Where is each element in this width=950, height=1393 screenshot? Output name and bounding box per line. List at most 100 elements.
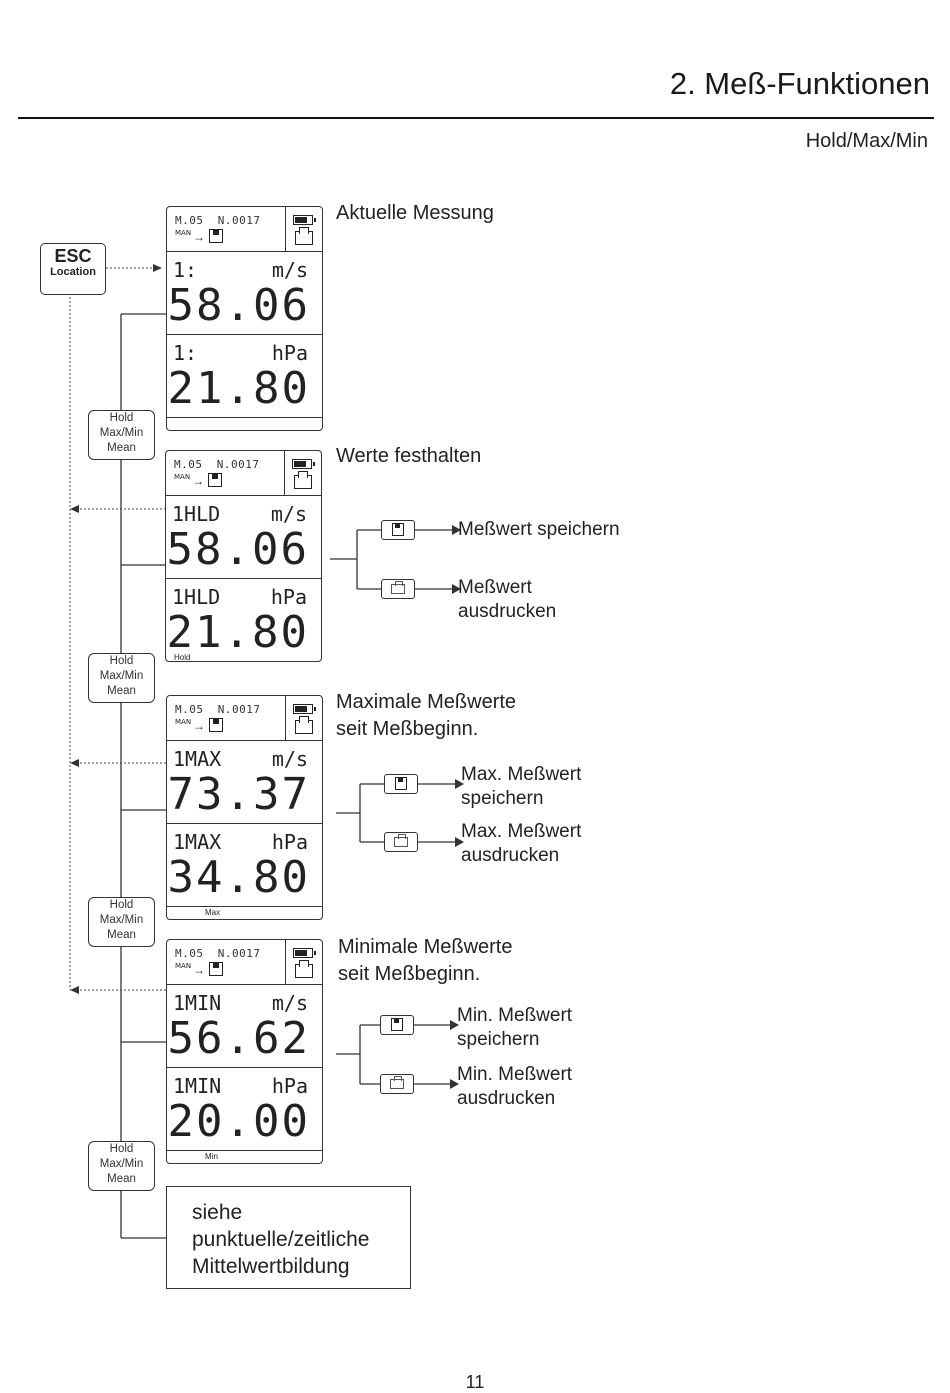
floppy-icon [391, 1018, 403, 1031]
hold-key-line: Hold [109, 899, 134, 911]
description-line: speichern [461, 788, 544, 809]
lcd-screen-hold: M.05 N.0017 MAN → 1HLD m/s 58.06 1HLD hP… [165, 450, 322, 662]
description-line: Min. Meßwert [457, 1064, 573, 1085]
lcd-mode: MAN [174, 473, 191, 481]
lcd-memory: M.05 N.0017 [175, 947, 261, 960]
lcd-channel-1: 1MAX m/s 73.37 [167, 741, 322, 824]
channel-unit: hPa [271, 1074, 308, 1098]
print-key [380, 1074, 414, 1094]
print-key [384, 832, 418, 852]
printer-icon [394, 834, 408, 847]
channel-label: 1MAX [173, 747, 222, 771]
lcd-channel-2: 1MIN hPa 20.00 [167, 1068, 322, 1151]
esc-key-label: ESC [54, 246, 92, 266]
title-line: seit Meßbeginn. [336, 718, 479, 740]
floppy-icon [209, 962, 223, 976]
floppy-icon [208, 473, 222, 487]
hold-key-line: Max/Min [99, 914, 144, 926]
hold-key-line: Hold [109, 655, 134, 667]
printer-icon [295, 227, 313, 245]
hold-key-line: Hold [109, 1143, 134, 1155]
note-line: punktuelle/zeitliche [192, 1228, 370, 1251]
arrow-right-icon: → [192, 474, 204, 488]
hold-key: Hold Max/Min Mean [88, 653, 155, 703]
lcd-memory: M.05 N.0017 [174, 458, 260, 471]
note-line: Mittelwertbildung [192, 1255, 350, 1278]
hold-key-line: Mean [107, 442, 136, 454]
channel-value: 21.80 [166, 607, 309, 658]
esc-key: ESC Location [40, 243, 106, 295]
hold-key: Hold Max/Min Mean [88, 897, 155, 947]
battery-icon [293, 704, 316, 714]
channel-label: 1: [173, 258, 198, 282]
printer-icon [295, 716, 313, 734]
title-line: seit Meßbeginn. [338, 963, 481, 985]
lcd-channel-1: 1MIN m/s 56.62 [167, 985, 322, 1068]
channel-value: 21.80 [167, 363, 310, 414]
floppy-icon [209, 718, 223, 732]
screen-title: Aktuelle Messung [336, 202, 494, 224]
battery-icon [293, 948, 316, 958]
lcd-channel-2: 1: hPa 21.80 [167, 335, 322, 418]
chapter-title: 2. Meß-Funktionen [669, 66, 930, 101]
lcd-status-bar: M.05 N.0017 MAN → [167, 207, 322, 252]
hold-key: Hold Max/Min Mean [88, 1141, 155, 1191]
channel-unit: m/s [271, 747, 308, 771]
printer-icon [390, 1076, 404, 1089]
lcd-divider [285, 696, 286, 740]
save-key [380, 1015, 414, 1035]
hold-key-line: Max/Min [99, 670, 144, 682]
lcd-divider [285, 207, 286, 251]
channel-label: 1MIN [173, 1074, 222, 1098]
print-description: Max. Meßwert ausdrucken [461, 820, 581, 868]
lcd-divider [284, 451, 285, 495]
lcd-status-bar: M.05 N.0017 MAN → [166, 451, 321, 496]
lcd-channel-2: 1MAX hPa 34.80 [167, 824, 322, 907]
lcd-mode: MAN [175, 229, 192, 237]
title-line: Minimale Meßwerte [338, 936, 513, 958]
arrow-right-icon: → [193, 719, 205, 733]
lcd-channel-1: 1: m/s 58.06 [167, 252, 322, 335]
description-line: ausdrucken [457, 1088, 556, 1109]
description-line: Min. Meßwert [457, 1005, 573, 1026]
channel-value: 20.00 [167, 1096, 310, 1147]
floppy-icon [392, 523, 404, 536]
lcd-screen-current: M.05 N.0017 MAN → 1: m/s 58.06 1: hPa 21… [166, 206, 323, 431]
arrow-right-icon: → [193, 963, 205, 977]
lcd-status-bar: M.05 N.0017 MAN → [167, 940, 322, 985]
description-line: Max. Meßwert [461, 821, 582, 842]
lcd-channel-1: 1HLD m/s 58.06 [166, 496, 321, 579]
screen-title: Minimale Meßwerte seit Meßbeginn. [338, 934, 512, 988]
channel-unit: m/s [271, 258, 308, 282]
lcd-memory: M.05 N.0017 [175, 703, 261, 716]
esc-key-sublabel: Location [50, 266, 96, 278]
page-number: 11 [465, 1372, 485, 1392]
hold-key-line: Mean [107, 685, 136, 697]
lcd-divider [285, 940, 286, 984]
save-description: Min. Meßwert speichern [457, 1004, 572, 1052]
screen-title: Maximale Meßwerte seit Meßbeginn. [336, 689, 516, 743]
lcd-status-bar: M.05 N.0017 MAN → [167, 696, 322, 741]
description-line: Meßwert [458, 577, 532, 598]
lcd-mode: MAN [175, 962, 192, 970]
lcd-mode-status: Hold [174, 653, 191, 662]
channel-label: 1MAX [173, 830, 222, 854]
save-key [384, 774, 418, 794]
print-key [381, 579, 415, 599]
hold-key: Hold Max/Min Mean [88, 410, 155, 460]
battery-icon [292, 459, 315, 469]
title-line: Maximale Meßwerte [336, 691, 517, 713]
header-rule [18, 117, 934, 119]
lcd-channel-2: 1HLD hPa 21.80 [166, 579, 321, 661]
description-line: Meßwert speichern [458, 519, 620, 540]
channel-value: 58.06 [167, 280, 310, 331]
hold-key-line: Max/Min [99, 1158, 144, 1170]
print-description: Min. Meßwert ausdrucken [457, 1063, 572, 1111]
lcd-mode-status [167, 418, 322, 430]
note-line: siehe [192, 1201, 243, 1224]
save-description: Max. Meßwert speichern [461, 763, 581, 811]
mean-note-box: siehe punktuelle/zeitliche Mittelwertbil… [166, 1186, 411, 1289]
lcd-mode-status: Min [205, 1152, 218, 1161]
screen-title: Werte festhalten [336, 445, 482, 467]
save-key [381, 520, 415, 540]
